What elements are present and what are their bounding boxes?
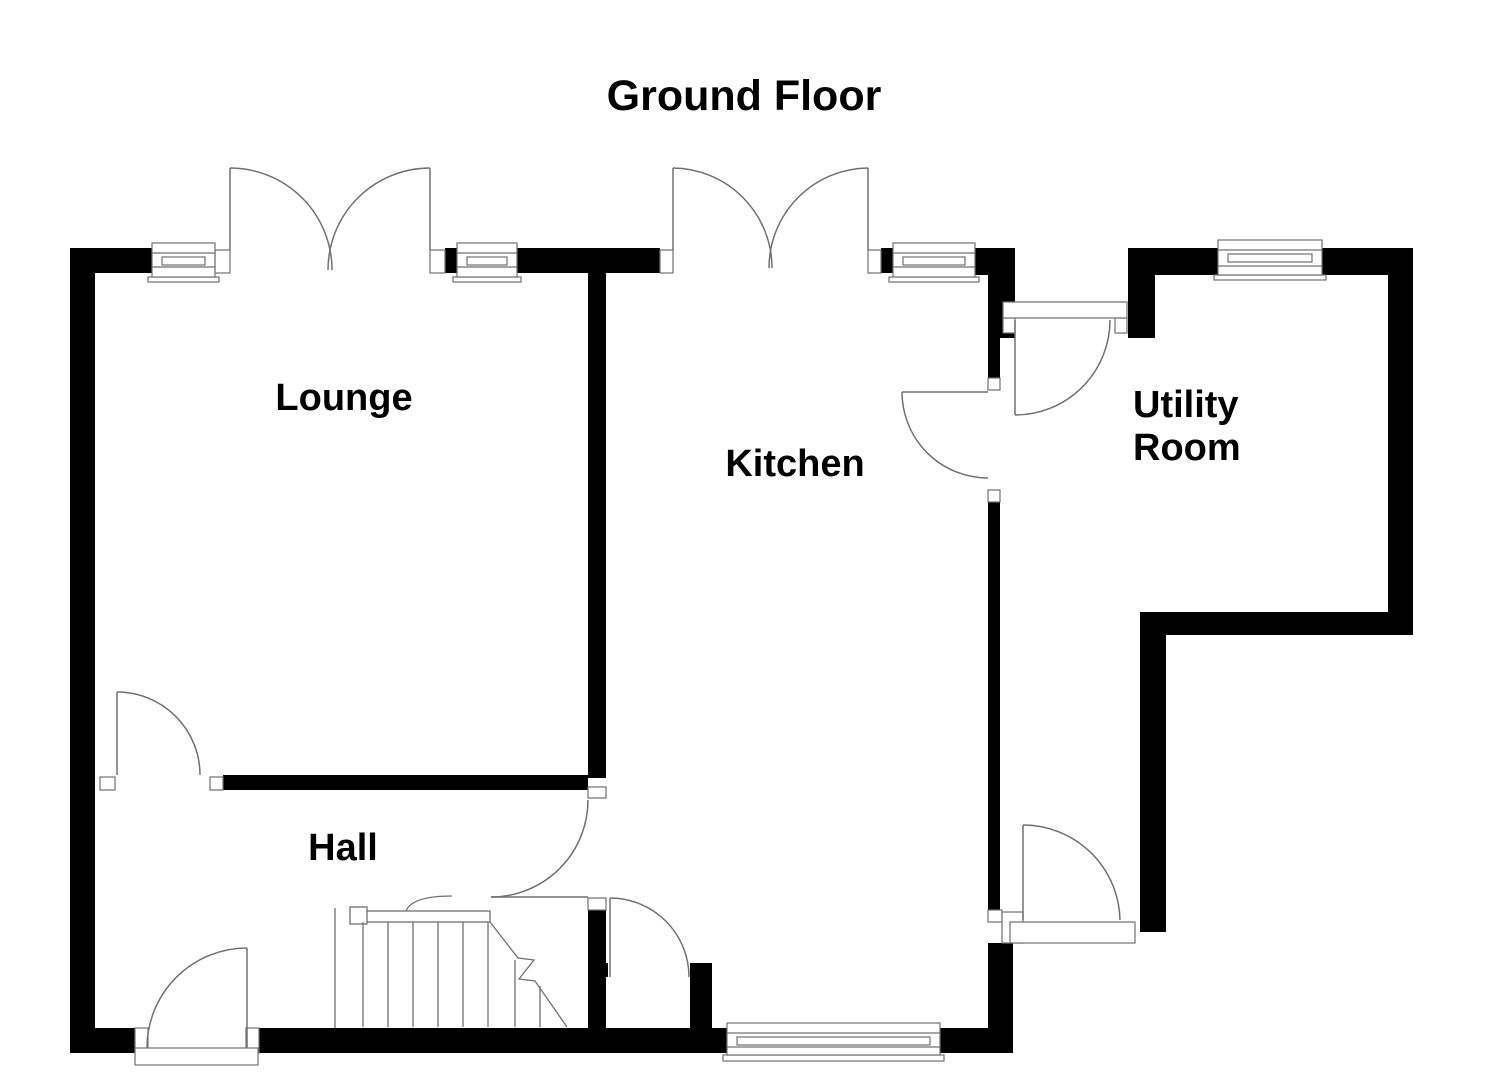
wall-kitchen-top-corner	[975, 248, 1015, 275]
jamb	[99, 776, 116, 791]
wall-bottom-a	[70, 1028, 135, 1053]
stairs-handrail-curve	[405, 895, 453, 912]
wall-lounge-top-c	[517, 248, 660, 273]
stairs-newel-post	[349, 906, 368, 925]
kitchen-french-doors	[672, 167, 869, 269]
room-label-lounge: Lounge	[275, 377, 412, 419]
room-label-kitchen: Kitchen	[725, 443, 864, 485]
door-jambs	[99, 249, 1128, 1054]
front-door	[146, 947, 248, 1049]
lounge-hall-door	[116, 691, 201, 776]
wall-kitchen-right-mid1	[988, 338, 1000, 379]
walls	[70, 248, 1413, 1053]
lounge-top-window-left	[147, 242, 220, 283]
kitchen-utility-door	[901, 391, 989, 479]
room-label-utility-line2: Room	[1133, 427, 1241, 469]
page-title: Ground Floor	[607, 72, 882, 120]
jamb	[209, 776, 224, 791]
stairs-break-line	[489, 921, 568, 1028]
back-door-threshold	[1009, 921, 1136, 944]
wall-utility-top-a	[1128, 248, 1218, 275]
wall-bottom-c	[940, 1028, 1013, 1053]
wall-utility-bottom	[1140, 612, 1413, 635]
wall-understairs-stub-left	[600, 963, 608, 977]
utility-top-window	[1213, 239, 1327, 281]
room-label-utility-line1: Utility	[1133, 384, 1239, 426]
windows	[134, 239, 1327, 1066]
jamb	[987, 909, 1003, 923]
jamb	[1114, 317, 1128, 334]
stairs-stringer	[354, 910, 491, 923]
wall-lounge-kitchen	[588, 273, 606, 778]
jamb	[1002, 317, 1016, 334]
wall-understairs-stub-right	[690, 963, 712, 1028]
jamb	[867, 249, 882, 274]
wall-kitchen-top-a	[881, 248, 893, 273]
kitchen-bottom-window	[722, 1022, 945, 1062]
wall-lounge-top-a	[70, 248, 152, 273]
doors	[116, 167, 1121, 1049]
jamb	[987, 489, 1001, 503]
hall-kitchen-door	[490, 799, 589, 898]
wall-utility-right	[1388, 248, 1413, 635]
jamb	[987, 377, 1001, 391]
jamb	[659, 249, 674, 274]
front-door-threshold	[134, 1047, 259, 1066]
lounge-french-doors	[229, 167, 431, 271]
jamb	[587, 897, 607, 911]
room-label-hall: Hall	[308, 827, 378, 869]
jamb	[214, 249, 231, 274]
wall-lounge-hall	[223, 775, 588, 790]
wall-utility-step	[1140, 612, 1166, 932]
wall-hall-kitchen-lower	[588, 910, 606, 1028]
lounge-top-window-right	[452, 242, 522, 283]
jamb	[587, 786, 607, 799]
wall-bottom-b	[259, 1028, 727, 1053]
wall-lounge-top-b	[445, 248, 457, 273]
kitchen-top-window	[888, 242, 980, 283]
hall-staircase	[334, 895, 568, 1028]
utility-back-door	[1022, 824, 1121, 921]
jamb	[429, 249, 446, 274]
wall-exterior-left	[70, 248, 95, 1053]
wall-kitchen-right-mid2	[988, 502, 1000, 910]
utility-passage-door	[1014, 319, 1111, 416]
kitchen-understairs-door	[609, 897, 690, 978]
utility-passage-window	[1002, 301, 1128, 319]
